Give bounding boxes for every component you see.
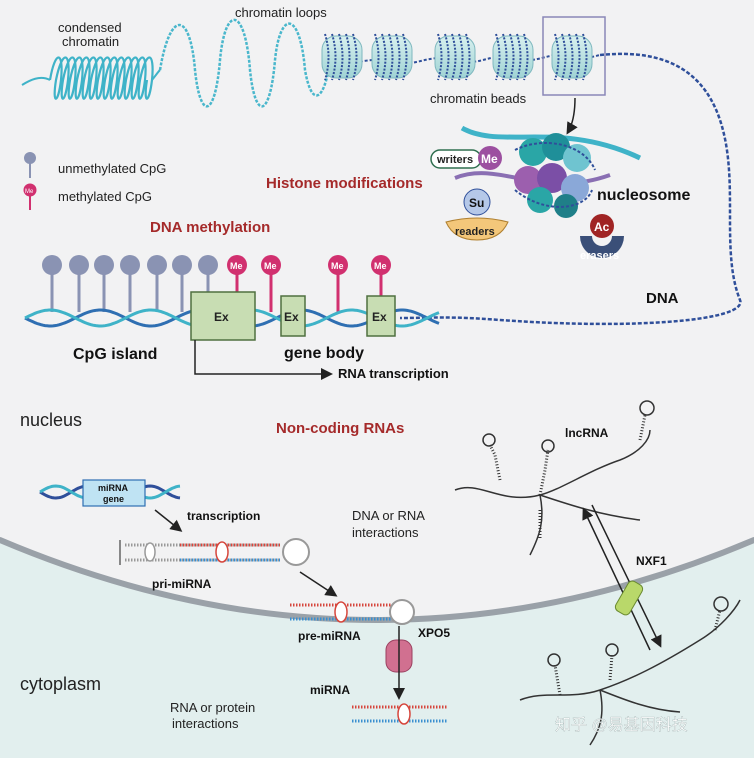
ac-label: Ac — [594, 220, 610, 234]
dna-rna-interactions-label-1: DNA or RNA — [352, 508, 425, 523]
gene-body-label: gene body — [284, 345, 364, 362]
erasers-label: erasers — [580, 250, 619, 262]
legend-methylated: Me methylated CpG — [23, 183, 152, 210]
me-label: Me — [230, 261, 243, 271]
xpo5-label: XPO5 — [418, 626, 450, 640]
exon-1: Ex — [190, 291, 256, 341]
nucleosome-highlight-box — [542, 16, 606, 96]
lncrna-label: lncRNA — [565, 426, 609, 440]
chromatin-loops — [158, 18, 332, 108]
transcription-arrow — [154, 509, 183, 532]
me-label: Me — [331, 261, 344, 271]
rna-protein-interactions-label-2: interactions — [172, 716, 239, 731]
rna-protein-interactions-label-1: RNA or protein — [170, 700, 255, 715]
erasers-badge: Ac erasers — [580, 214, 624, 262]
writers-label: writers — [436, 154, 473, 166]
non-coding-rnas-title: Non-coding RNAs — [276, 420, 404, 437]
mature-mirna — [352, 703, 447, 725]
pri-mirna — [119, 538, 310, 566]
exon-2-label: Ex — [284, 310, 299, 324]
watermark: 知乎 @易基因科技 — [555, 716, 688, 734]
legend-me-label: Me — [25, 189, 34, 195]
readers-label: readers — [455, 226, 495, 238]
unmethylated-cpg-label: unmethylated CpG — [58, 161, 166, 176]
dna-rna-interactions-label-2: interactions — [352, 525, 419, 540]
rna-transcription-arrow — [194, 340, 333, 380]
nucleus-label: nucleus — [20, 410, 82, 430]
me-label: Me — [264, 261, 277, 271]
beads-to-nucleosome-arrow — [566, 97, 578, 135]
mirna-label: miRNA — [310, 683, 350, 697]
dna-strand-long — [399, 52, 742, 326]
cytoplasm-label: cytoplasm — [20, 674, 101, 694]
chromatin-loops-label: chromatin loops — [235, 5, 327, 20]
dna-label: DNA — [646, 290, 679, 307]
exon-3-label: Ex — [372, 310, 387, 324]
writers-badge: writers Me — [430, 146, 502, 170]
condensed-chromatin-label-2: chromatin — [62, 34, 119, 49]
mirna-gene-label-2: gene — [103, 494, 124, 504]
mirna-gene: miRNA gene — [39, 479, 181, 507]
condensed-chromatin — [21, 56, 161, 100]
cpg-island-label: CpG island — [73, 346, 157, 363]
lncrna-cytoplasmic — [519, 596, 741, 746]
histone-modifications-title: Histone modifications — [266, 175, 423, 192]
cytoplasm-region — [0, 540, 754, 758]
nucleosome — [454, 125, 642, 218]
condensed-chromatin-label-1: condensed — [58, 20, 122, 35]
exon-3: Ex — [366, 295, 396, 337]
chromatin-beads-label: chromatin beads — [430, 91, 527, 106]
exon-2: Ex — [280, 295, 306, 337]
rna-transcription-label: RNA transcription — [338, 366, 449, 381]
methylated-cpg-label: methylated CpG — [58, 189, 152, 204]
mirna-gene-label-1: miRNA — [98, 483, 129, 493]
readers-badge: Su readers — [445, 188, 509, 241]
me-label: Me — [374, 261, 387, 271]
processing-arrow — [299, 571, 338, 597]
xpo5-channel — [385, 626, 413, 700]
pre-mirna — [290, 599, 415, 625]
writers-me-label: Me — [481, 152, 498, 166]
legend-unmethylated: unmethylated CpG — [24, 152, 166, 178]
su-label: Su — [469, 196, 484, 210]
transcription-label: transcription — [187, 509, 260, 523]
cpg-lollipops: Me Me Me Me — [42, 255, 391, 312]
dna-methylation-title: DNA methylation — [150, 219, 270, 236]
exon-1-label: Ex — [214, 310, 229, 324]
pre-mirna-label: pre-miRNA — [298, 629, 361, 643]
lncrna-nuclear — [454, 400, 655, 556]
nxf1-transport — [582, 504, 662, 651]
pri-mirna-label: pri-miRNA — [152, 577, 212, 591]
nxf1-label: NXF1 — [636, 554, 667, 568]
nucleosome-label: nucleosome — [597, 187, 690, 204]
chromatin-beads — [321, 33, 601, 81]
